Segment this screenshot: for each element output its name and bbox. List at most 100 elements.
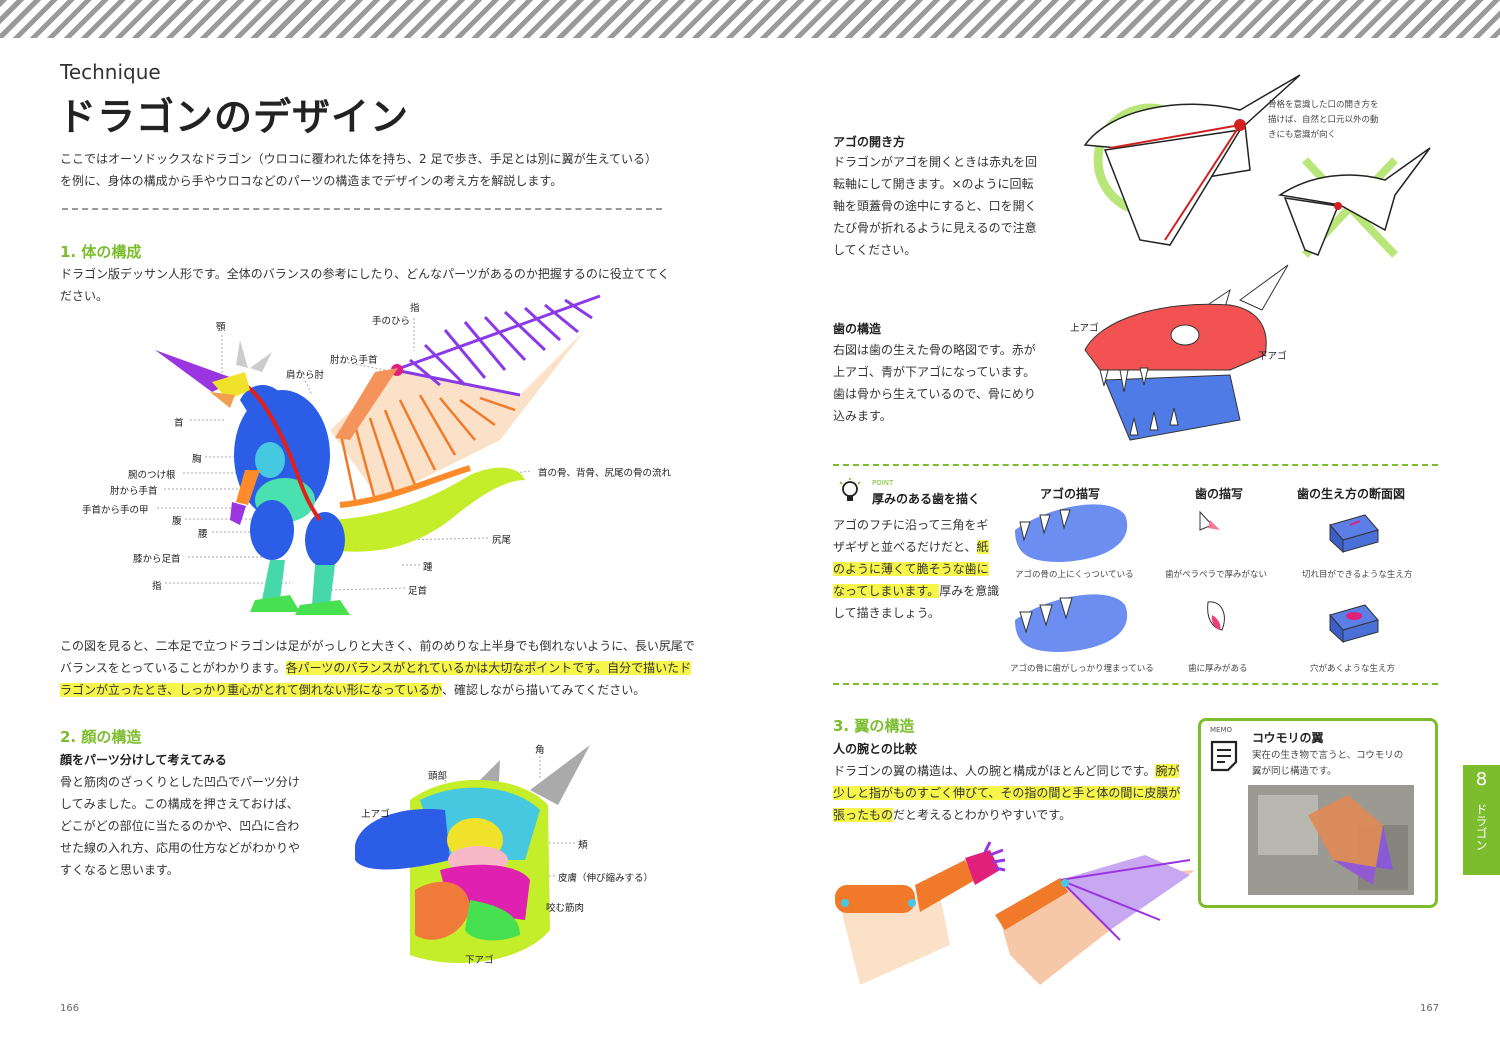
- section3-line-3: 張ったものだと考えるとわかりやすいです。: [833, 808, 1072, 822]
- label-kakato: 踵: [423, 562, 433, 573]
- teeth-line-2: 上アゴ、青が下アゴになっています。: [833, 365, 1036, 379]
- label-tsuno: 角: [535, 745, 545, 756]
- label-tekubi-te: 手首から手の甲: [82, 505, 149, 516]
- caption-teeth-thin: 歯がペラペラで厚みがない: [1165, 570, 1268, 580]
- label-uwaago: 上アゴ: [361, 809, 390, 820]
- ago-open-line-2: 転軸にして開きます。×のように回転: [833, 177, 1034, 191]
- memo-title: コウモリの翼: [1252, 731, 1324, 745]
- label-toubu: 頭部: [428, 771, 448, 782]
- caption-ago-embedded: アゴの骨に歯がしっかり埋まっている: [1010, 664, 1154, 674]
- label-hiji-tekubi-2: 肘から手首: [110, 486, 158, 497]
- section1-after-1: この図を見ると、二本足で立つドラゴンは足ががっしりと大きく、前のめりな上半身でも…: [60, 639, 695, 653]
- chapter-tab: 8 ドラゴン: [1463, 765, 1500, 875]
- label-yubi-bottom: 指: [152, 581, 162, 592]
- point-top-divider: [833, 464, 1438, 466]
- page-number-left: 166: [60, 1003, 80, 1014]
- label-hifu: 皮膚（伸び縮みする）: [558, 873, 654, 884]
- teeth-line-1: 右図は歯の生えた骨の略図です。赤が: [833, 343, 1036, 357]
- label-tenohira: 手のひら: [372, 316, 411, 327]
- caption-cross-hole: 穴があくような生え方: [1310, 664, 1396, 674]
- label-hoho: 頬: [578, 840, 588, 851]
- label-yubi-top: 指: [410, 303, 420, 314]
- point-bottom-divider: [833, 683, 1438, 685]
- teeth-line-3: 歯は骨から生えているので、骨にめり: [833, 387, 1036, 401]
- ago-open-subheading: アゴの開き方: [833, 135, 906, 149]
- label-koshi: 腰: [198, 529, 208, 540]
- point-col-ago: アゴの描写: [1040, 487, 1101, 501]
- section2-subheading: 顔をパーツ分けして考えてみる: [60, 753, 227, 767]
- ago-open-line-3: 軸を頭蓋骨の途中にすると、口を開く: [833, 199, 1037, 213]
- label-hiza: 膝から足首: [133, 554, 181, 565]
- chapter-label: ドラゴン: [1474, 803, 1488, 851]
- section1-after-3: ラゴンが立ったとき、しっかり重心がとれて倒れない形になっているか、確認しながら描…: [60, 683, 646, 697]
- ago-open-line-4: たび骨が折れるように見えるので注意: [833, 221, 1037, 235]
- teeth-subheading: 歯の構造: [833, 322, 882, 336]
- label-hara: 腹: [172, 516, 182, 527]
- ago-open-line-5: してください。: [833, 243, 917, 257]
- label-ude-tsukene: 腕のつけ根: [128, 470, 176, 481]
- label-ashikubi: 足首: [408, 586, 428, 597]
- page-number-right: 167: [1420, 1003, 1440, 1014]
- section3-heading: 3. 翼の構造: [833, 717, 915, 735]
- point-col-teeth: 歯の描写: [1195, 487, 1244, 501]
- memo-box: [1198, 718, 1438, 908]
- teeth-label-upper: 上アゴ: [1070, 323, 1099, 334]
- point-line-4: なってしまいます。厚みを意識: [833, 584, 1000, 598]
- section1-after-2: バランスをとっていることがわかります。各パーツのバランスがとれているかは大切なポ…: [60, 661, 692, 675]
- point-title: 厚みのある歯を描く: [872, 492, 981, 506]
- section1-heading: 1. 体の構成: [60, 243, 142, 261]
- memo-note-icon: [1210, 740, 1238, 772]
- ago-open-line-1: ドラゴンがアゴを開くときは赤丸を回: [833, 155, 1038, 169]
- intro-line-1: ここではオーソドックスなドラゴン（ウロコに覆われた体を持ち、2 足で歩き、手足と…: [60, 152, 658, 166]
- point-line-2: ザギザと並べるだけだと、紙: [833, 540, 989, 554]
- section2-line-1: 骨と筋肉のざっくりとした凹凸でパーツ分け: [60, 775, 300, 789]
- section2-line-2: してみました。この構成を押さえておけば、: [60, 797, 299, 811]
- point-col-cross: 歯の生え方の断面図: [1297, 487, 1406, 501]
- label-shippo: 尻尾: [492, 535, 512, 546]
- point-line-3: のように薄くて脆そうな歯に: [833, 562, 989, 576]
- label-ago: 顎: [216, 322, 226, 333]
- caption-cross-cut: 切れ目ができるような生え方: [1302, 570, 1413, 580]
- section2-heading: 2. 顔の構造: [60, 728, 142, 746]
- label-hiji-tekubi: 肘から手首: [330, 355, 378, 366]
- top-stripe-band: [0, 0, 1500, 38]
- technique-kicker: Technique: [60, 60, 161, 84]
- lightbulb-icon: [839, 478, 861, 501]
- label-mune: 胸: [192, 454, 202, 465]
- memo-tag: MEMO: [1210, 726, 1233, 734]
- intro-line-2: を例に、身体の構成から手やウロコなどのパーツの構造までデザインの考え方を解説しま…: [60, 174, 563, 188]
- teeth-label-lower: 下アゴ: [1258, 351, 1287, 362]
- jaw-note: 骨格を意識した口の開き方を 描けば、自然と口元以外の動 きにも意識が向く: [1268, 100, 1379, 140]
- memo-line-2: 翼が同じ構造です。: [1252, 766, 1337, 777]
- point-line-5: して描きましょう。: [833, 606, 940, 620]
- section1-text-1: ドラゴン版デッサン人形です。全体のバランスの参考にしたり、どんなパーツがあるのか…: [60, 267, 670, 281]
- label-kubi: 首: [174, 418, 184, 429]
- page-title: ドラゴンのデザイン: [58, 95, 410, 139]
- bat-wing-photo: [1248, 785, 1414, 895]
- section3-line-1: ドラゴンの翼の構造は、人の腕と構成がほとんど同じです。腕が: [833, 764, 1180, 778]
- chapter-number: 8: [1475, 769, 1488, 790]
- teeth-line-4: 込みます。: [833, 409, 892, 423]
- label-shitaago: 下アゴ: [465, 955, 494, 966]
- label-kamukinniku: 咬む筋肉: [546, 903, 585, 914]
- divider: [62, 208, 662, 210]
- section3-line-2: 少しと指がものすごく伸びて、その指の間と手と体の間に皮膜が: [833, 786, 1181, 800]
- caption-ago-thin: アゴの骨の上にくっついている: [1015, 570, 1134, 580]
- section3-subheading: 人の腕との比較: [833, 742, 917, 756]
- section1-text-2: ださい。: [60, 289, 109, 303]
- section2-line-4: せた線の入れ方、応用の仕方などがわかりや: [60, 841, 301, 855]
- label-kata-hiji: 肩から肘: [286, 370, 325, 381]
- point-line-1: アゴのフチに沿って三角をギ: [833, 518, 989, 532]
- label-spine: 首の骨、背骨、尻尾の骨の流れ: [538, 468, 672, 479]
- point-tag: POINT: [872, 479, 894, 487]
- memo-line-1: 実在の生き物で言うと、コウモリの: [1252, 750, 1404, 761]
- caption-teeth-thick: 歯に厚みがある: [1188, 664, 1248, 674]
- section2-line-3: どこがどの部位に当たるのかや、凹凸に合わ: [60, 819, 300, 833]
- section2-line-5: すくなると思います。: [60, 863, 179, 877]
